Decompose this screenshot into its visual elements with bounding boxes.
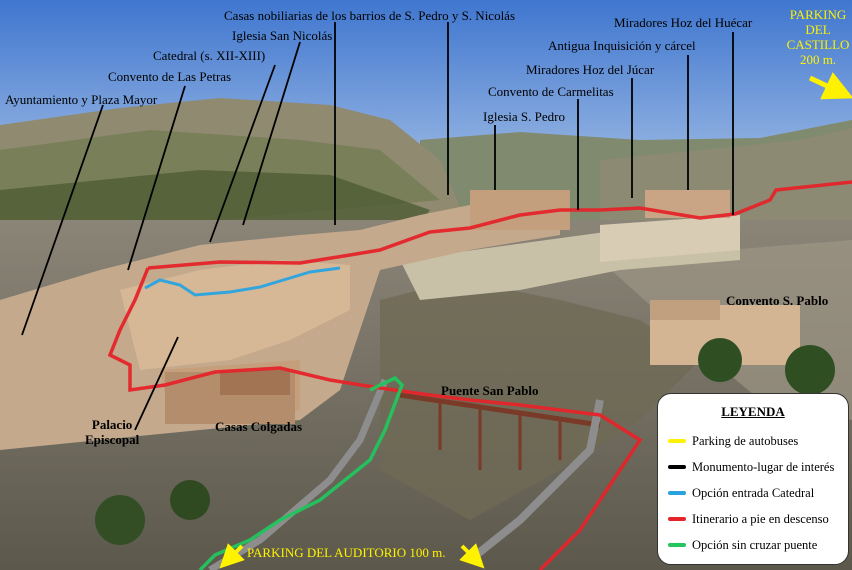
- legend-item: Opción sin cruzar puente: [668, 532, 838, 558]
- label-convento-san-pablo: Convento S. Pablo: [726, 293, 829, 308]
- palacio-line2: Episcopal: [85, 432, 140, 447]
- parking-castillo-line1: PARKING: [789, 7, 847, 22]
- label-convento-petras: Convento de Las Petras: [108, 69, 232, 84]
- legend-label: Itinerario a pie en descenso: [692, 511, 829, 526]
- label-casas-nobiliarias: Casas nobiliarias de los barrios de S. P…: [224, 8, 516, 23]
- parking-castillo-line3: CASTILLO: [786, 36, 850, 52]
- parking-castillo: PARKING DEL CASTILLO 200 m.: [786, 7, 850, 68]
- parking-castillo-line2: DEL: [805, 21, 831, 37]
- legend-item: Itinerario a pie en descenso: [668, 506, 838, 532]
- puente-san-pablo-deck: [399, 392, 601, 428]
- legend-item: Opción entrada Catedral: [668, 480, 838, 506]
- legend-label: Opción sin cruzar puente: [692, 537, 818, 552]
- route-red: [147, 180, 852, 270]
- label-inquisicion: Antigua Inquisición y cárcel: [548, 38, 696, 53]
- legend-swatch-blue: [668, 491, 686, 495]
- label-convento-carmelitas: Convento de Carmelitas: [488, 84, 614, 99]
- parking-castillo-line4: 200 m.: [799, 51, 837, 67]
- label-palacio-episcopal: Palacio Episcopal: [85, 418, 139, 446]
- label-puente-san-pablo: Puente San Pablo: [441, 383, 539, 398]
- road: [467, 399, 604, 564]
- label-miradores-jucar: Miradores Hoz del Júcar: [526, 62, 655, 77]
- bridge-piers: [438, 402, 562, 470]
- leader-lines: [21, 22, 734, 431]
- legend-swatch-red: [668, 517, 686, 521]
- legend-box: LEYENDA Parking de autobuses Monumento-l…: [657, 393, 849, 565]
- label-casas-colgadas: Casas Colgadas: [215, 419, 303, 434]
- legend-label: Monumento-lugar de interés: [692, 459, 835, 474]
- legend-item: Monumento-lugar de interés: [668, 454, 838, 480]
- arrow-auditorio-right: [459, 543, 485, 569]
- parking-auditorio: PARKING DEL AUDITORIO 100 m.: [247, 545, 446, 560]
- legend-label: Parking de autobuses: [692, 433, 799, 448]
- legend-swatch-black: [668, 465, 686, 469]
- legend-swatch-yellow: [668, 439, 686, 443]
- label-iglesia-san-nicolas: Iglesia San Nicolás: [232, 28, 333, 43]
- label-ayuntamiento: Ayuntamiento y Plaza Mayor: [5, 92, 158, 107]
- legend-swatch-green: [668, 543, 686, 547]
- route-blue: [144, 266, 341, 297]
- arrow-castillo: [808, 72, 852, 100]
- legend-label: Opción entrada Catedral: [692, 485, 815, 500]
- route-red-descent: [107, 267, 643, 570]
- legend-title: LEYENDA: [721, 404, 785, 419]
- legend-item: Parking de autobuses: [668, 428, 838, 454]
- arrow-auditorio-left: [219, 543, 245, 569]
- label-iglesia-san-pedro: Iglesia S. Pedro: [483, 109, 565, 124]
- label-miradores-huecar: Miradores Hoz del Huécar: [614, 15, 753, 30]
- palacio-line1: Palacio: [91, 417, 133, 432]
- label-catedral: Catedral (s. XII-XIII): [153, 48, 266, 63]
